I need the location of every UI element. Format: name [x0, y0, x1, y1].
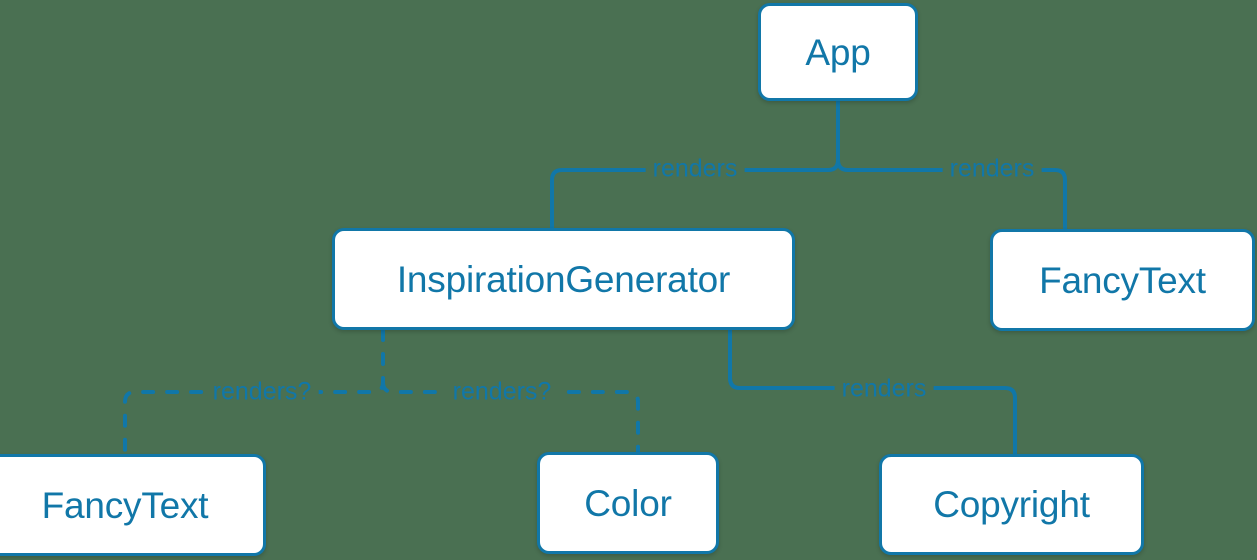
edge-label-inspiration-copyright: renders — [834, 376, 934, 402]
node-inspiration-generator-label: InspirationGenerator — [396, 258, 731, 300]
node-copyright[interactable]: Copyright — [879, 454, 1144, 555]
edge-inspiration-to-color — [381, 380, 640, 454]
node-fancytext-bottom[interactable]: FancyText — [0, 454, 266, 556]
node-inspiration-generator[interactable]: InspirationGenerator — [332, 228, 795, 330]
edge-label-app-inspiration: renders — [645, 156, 745, 182]
edge-label-inspiration-fancytext: renders? — [205, 379, 319, 405]
edge-label-app-fancytext: renders — [942, 156, 1042, 182]
edge-label-inspiration-color: renders? — [445, 379, 559, 405]
node-app[interactable]: App — [758, 3, 918, 101]
node-fancytext-top[interactable]: FancyText — [990, 229, 1255, 331]
node-app-label: App — [805, 31, 871, 73]
node-copyright-label: Copyright — [933, 484, 1090, 525]
edge-app-to-inspiration — [550, 158, 840, 230]
node-color-label: Color — [584, 482, 672, 524]
node-fancytext-top-label: FancyText — [1039, 259, 1206, 301]
node-color[interactable]: Color — [537, 452, 719, 554]
node-fancytext-bottom-label: FancyText — [41, 484, 209, 526]
